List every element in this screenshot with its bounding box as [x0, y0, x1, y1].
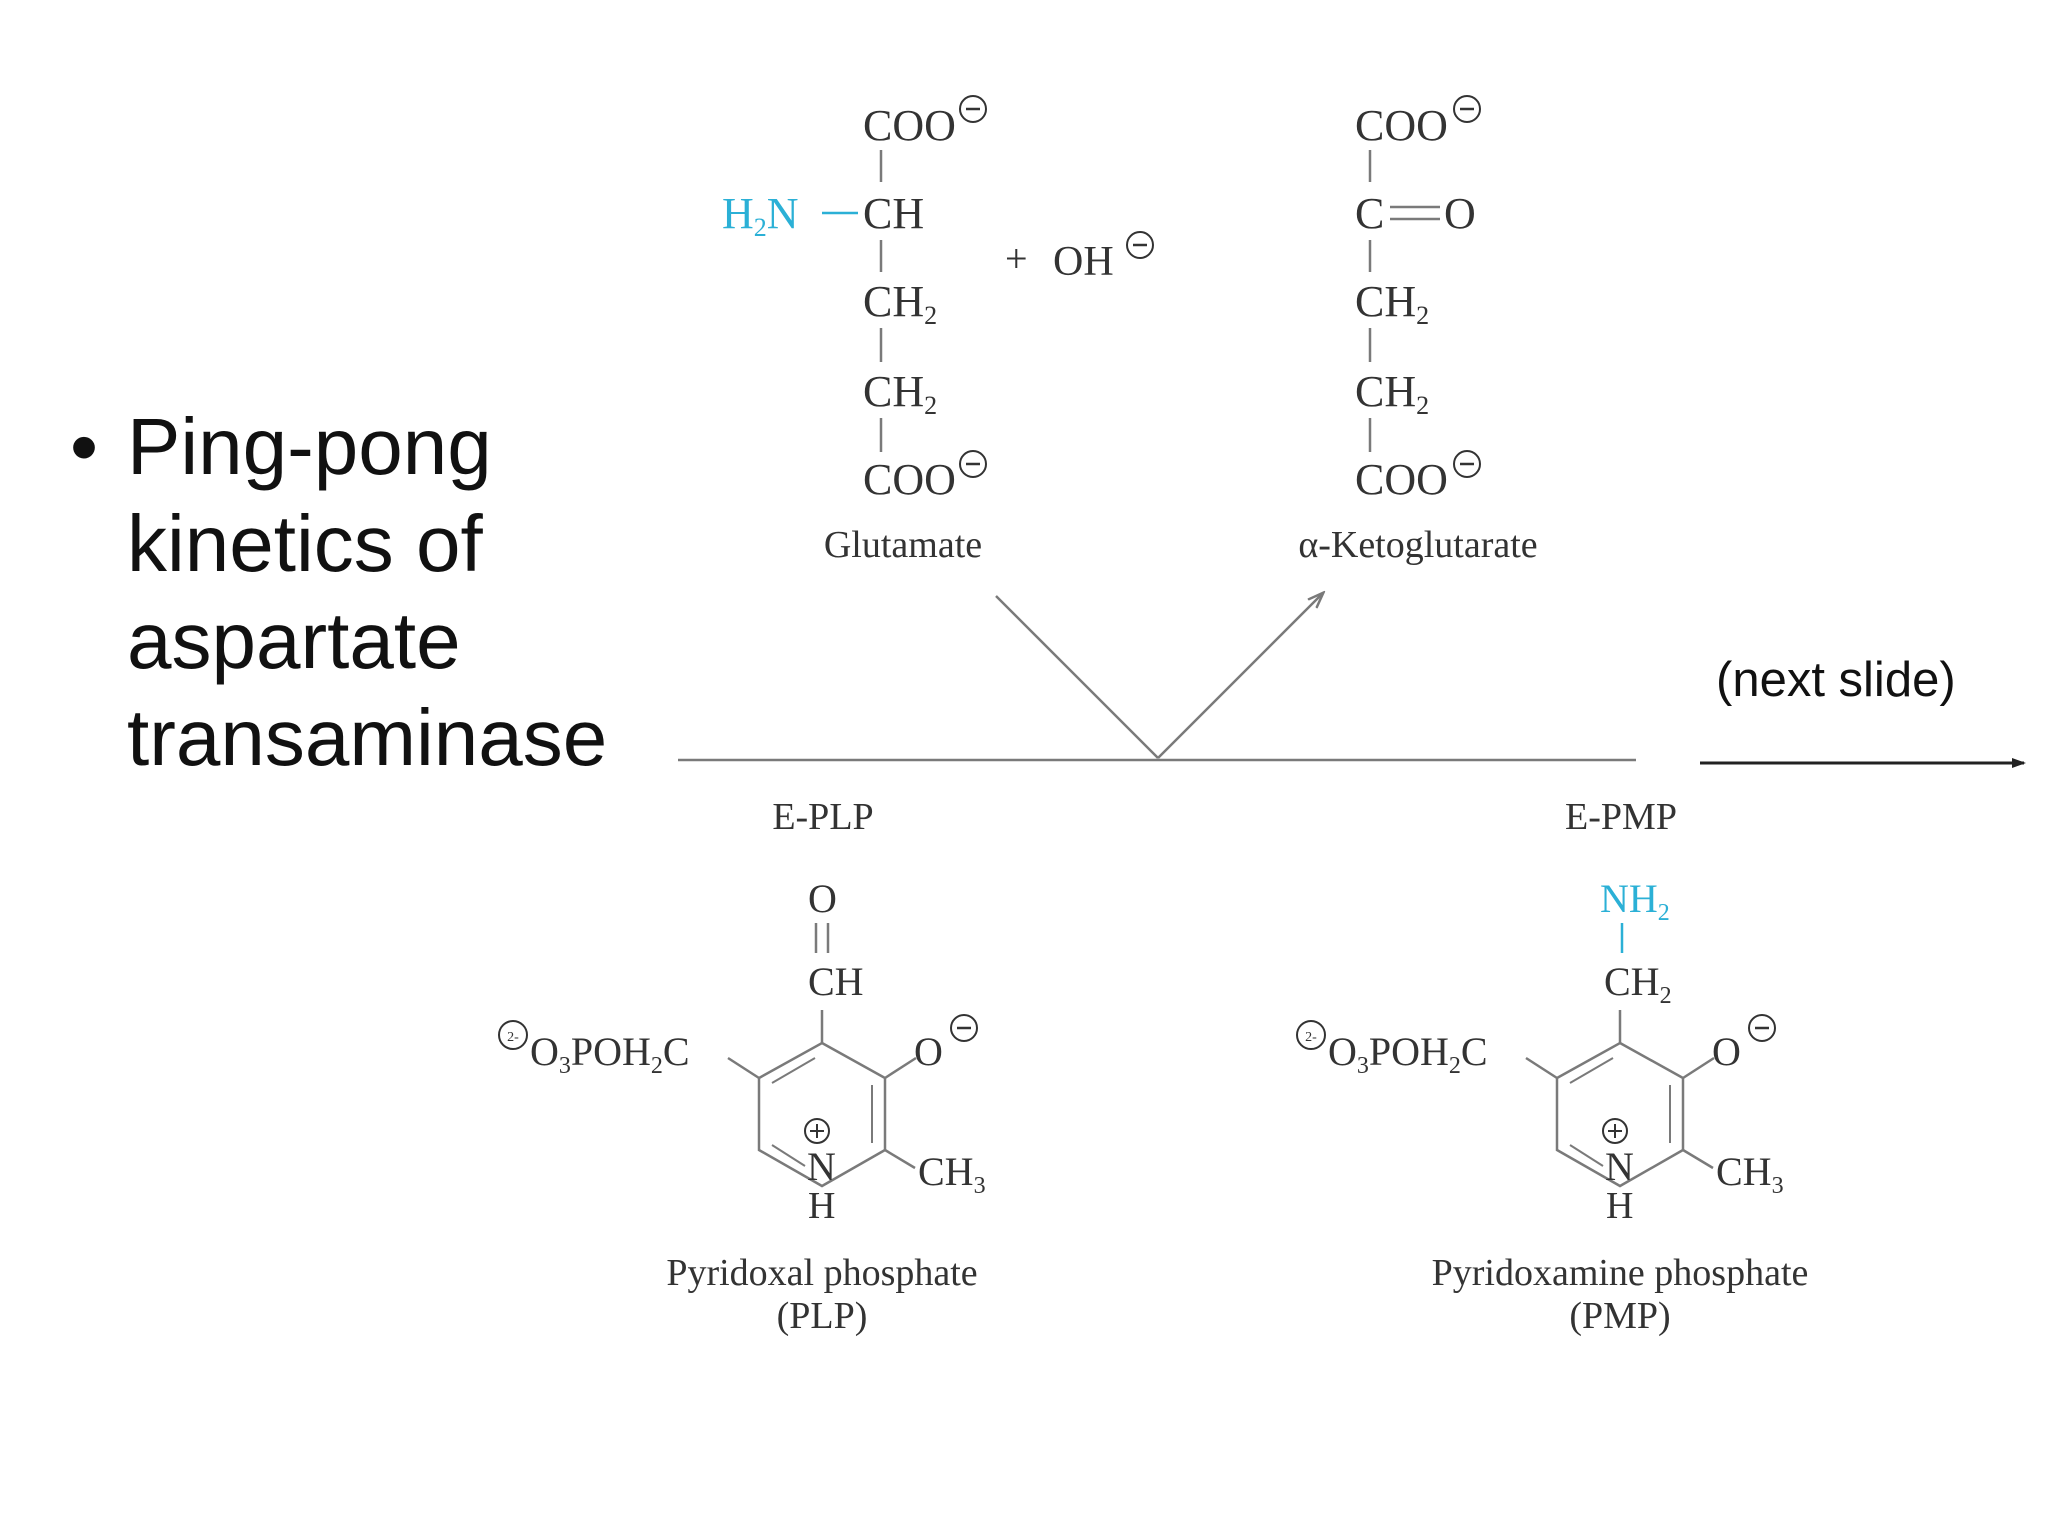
glutamate-alpha-carbon: CH [863, 189, 924, 238]
charge-minus-icon [959, 95, 987, 123]
charge-plus-icon [804, 1118, 830, 1144]
glutamate-ch2-a: CH2 [863, 277, 937, 330]
pmp-methyl: CH3 [1716, 1149, 1784, 1199]
pmp-ring-hydrogen: H [1606, 1185, 1633, 1227]
charge-minus-icon [1126, 231, 1154, 259]
pmp-name-line2: (PMP) [1569, 1295, 1670, 1337]
bond-line [884, 1056, 917, 1080]
hydroxide: + OH [1005, 231, 1154, 285]
plp-methyl: CH3 [918, 1149, 986, 1199]
bond-line [884, 1148, 916, 1170]
bullet-line-2: kinetics of [127, 499, 483, 588]
enzyme-plp-label: E-PLP [772, 796, 873, 838]
ring-double-bond [771, 1144, 806, 1167]
substrate-in-line [995, 595, 1159, 759]
glutamate-top-coo: COO [863, 101, 956, 150]
plp-aldehyde-o: O [808, 876, 837, 921]
plp-ring-nitrogen: N [807, 1144, 836, 1189]
pmp-structure: NH2 CH2 2- O3POH2C O N H CH3 Pyridoxamin… [1296, 876, 1809, 1337]
pmp-ring-nitrogen: N [1605, 1144, 1634, 1189]
charge-minus-icon [1748, 1014, 1776, 1042]
charge-minus-icon [950, 1014, 978, 1042]
glutamate-bottom-coo: COO [863, 455, 956, 504]
pmp-name-line1: Pyridoxamine phosphate [1432, 1252, 1809, 1294]
bullet-line-1: Ping-pong [127, 402, 492, 491]
ketoglutarate-bottom-coo: COO [1355, 455, 1448, 504]
charge-minus-icon [1453, 450, 1481, 478]
enzyme-pmp-label: E-PMP [1565, 796, 1677, 838]
ketoglutarate-top-coo: COO [1355, 101, 1448, 150]
plp-ring-hydrogen: H [808, 1185, 835, 1227]
plp-ring-oxygen: O [914, 1029, 943, 1074]
next-slide-label: (next slide) [1716, 653, 1956, 707]
charge-minus-icon [1453, 95, 1481, 123]
pmp-phosphate-group: O3POH2C [1328, 1029, 1488, 1079]
plp-aldehyde-ch: CH [808, 959, 864, 1004]
glutamate-amine-group: H2N [722, 189, 799, 242]
plp-structure: O CH 2- O3POH2C O N H [498, 876, 986, 1337]
ketoglutarate-ch2-b: CH2 [1355, 367, 1429, 420]
svg-text:2-: 2- [1305, 1030, 1317, 1045]
bullet-line-3: aspartate [127, 596, 461, 685]
ketoglutarate-structure: COO C O CH2 CH2 COO α-Ketoglutarate [1298, 95, 1538, 566]
ketoglutarate-ch2-a: CH2 [1355, 277, 1429, 330]
plus-sign: + [1005, 236, 1028, 281]
keto-oxygen: O [1444, 189, 1476, 238]
ring-double-bond [1569, 1057, 1614, 1084]
glutamate-label: Glutamate [824, 524, 982, 566]
bullet-symbol: • [70, 402, 99, 491]
bond-line [1682, 1148, 1714, 1170]
pmp-ring-oxygen: O [1712, 1029, 1741, 1074]
pmp-amine: NH2 [1600, 876, 1670, 926]
bullet-line-4: transaminase [127, 693, 608, 782]
bullet-text: Ping-pong kinetics of aspartate transami… [127, 398, 647, 786]
plp-name-line1: Pyridoxal phosphate [666, 1252, 977, 1294]
product-out-arrow [1157, 594, 1322, 759]
charge-minus-icon [959, 450, 987, 478]
keto-carbon: C [1355, 189, 1384, 238]
ring-double-bond [1569, 1144, 1604, 1167]
bond-line [1682, 1056, 1715, 1080]
pmp-ch2: CH2 [1604, 959, 1672, 1009]
glutamate-ch2-b: CH2 [863, 367, 937, 420]
svg-text:2-: 2- [507, 1030, 519, 1045]
charge-plus-icon [1602, 1118, 1628, 1144]
glutamate-structure: COO H2N CH CH2 CH2 COO Glutamate [722, 95, 987, 566]
hydroxide-label: OH [1053, 239, 1114, 285]
plp-name-line2: (PLP) [777, 1295, 868, 1337]
plp-phosphate-group: O3POH2C [530, 1029, 690, 1079]
bond-line [1525, 1056, 1558, 1080]
ring-double-bond [771, 1057, 816, 1084]
charge-2minus-icon: 2- [498, 1020, 528, 1050]
ketoglutarate-label: α-Ketoglutarate [1298, 524, 1537, 566]
bond-line [727, 1056, 760, 1080]
charge-2minus-icon: 2- [1296, 1020, 1326, 1050]
